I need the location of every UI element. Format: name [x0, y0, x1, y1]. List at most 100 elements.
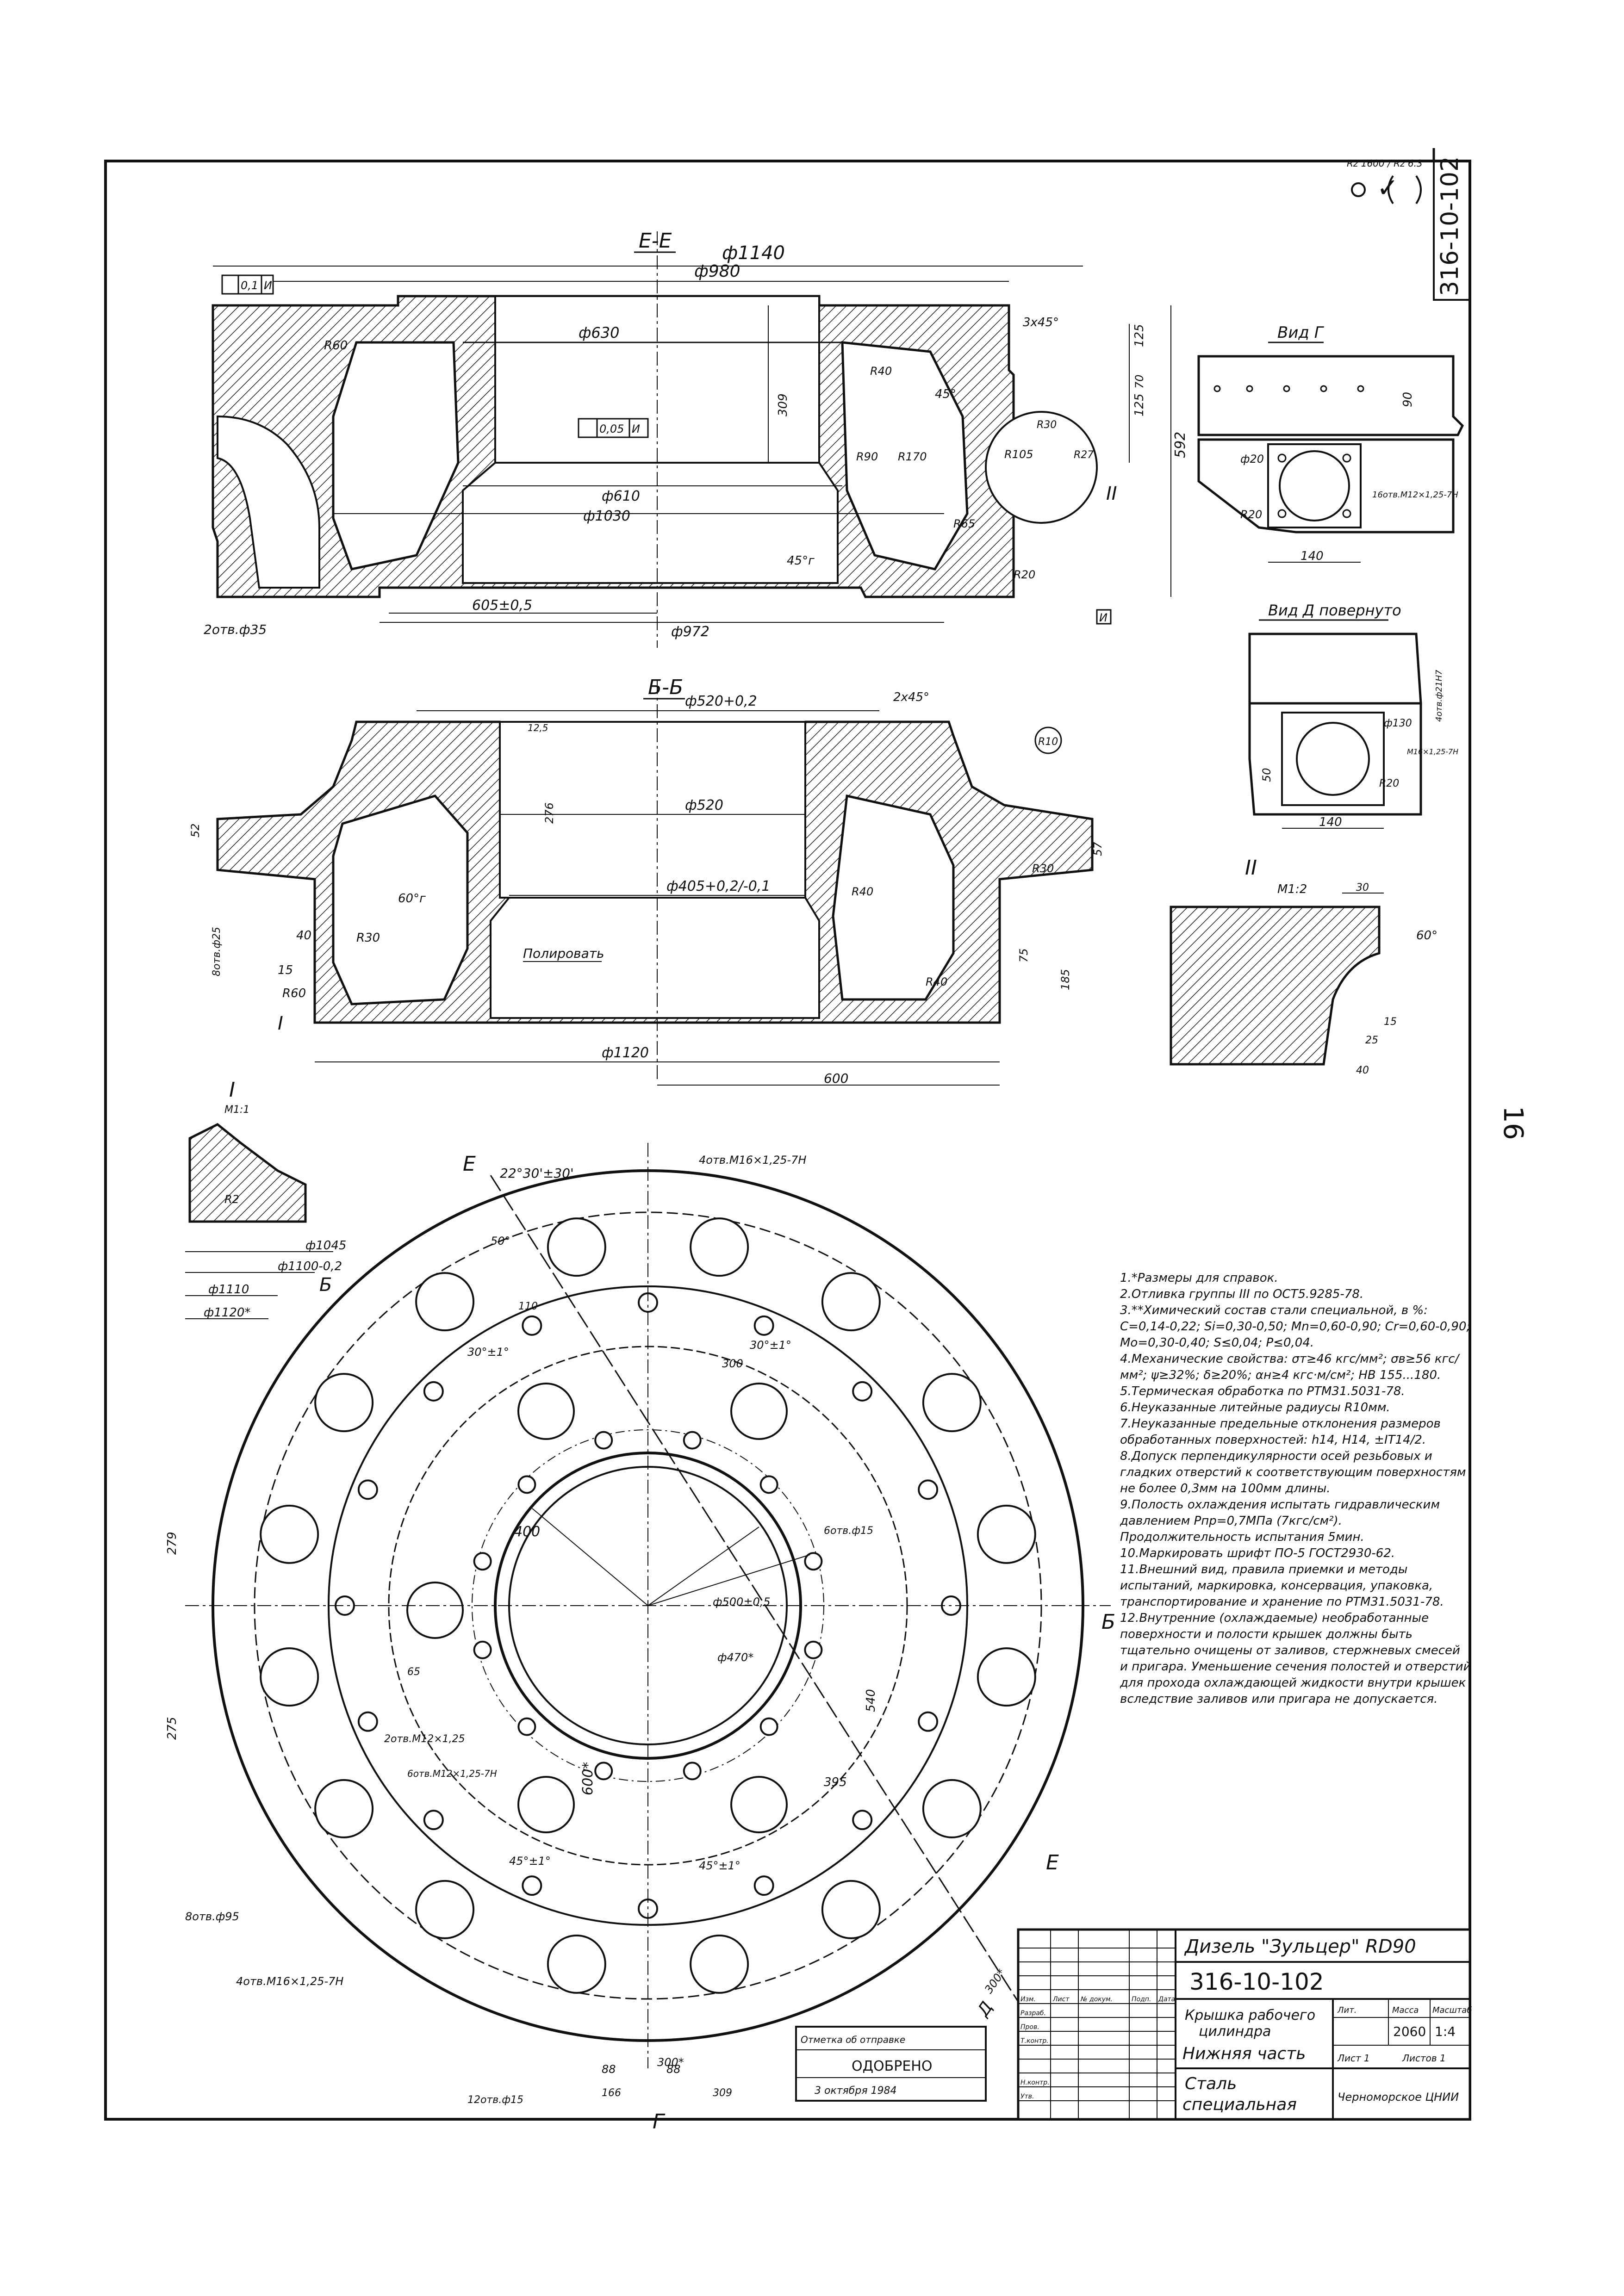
svg-text:30°±1°: 30°±1°: [750, 1339, 791, 1352]
svg-text:30°±1°: 30°±1°: [467, 1346, 509, 1359]
svg-text:ф1120: ф1120: [602, 1045, 649, 1061]
page-number: 16: [1498, 1106, 1529, 1140]
inner-bolt-hole: [594, 1762, 613, 1781]
svg-text:45°±1°: 45°±1°: [509, 1855, 551, 1868]
svg-text:395: 395: [824, 1775, 847, 1789]
valve-bore: [517, 1776, 575, 1833]
small-hole: [852, 1381, 873, 1402]
bolt-hole: [690, 1217, 749, 1277]
svg-text:50: 50: [1260, 768, 1273, 782]
valve-bore: [517, 1383, 575, 1440]
small-hole: [357, 1479, 378, 1500]
inner-bolt-hole: [683, 1762, 702, 1781]
svg-text:Пров.: Пров.: [1020, 2023, 1039, 2031]
small-hole: [522, 1875, 542, 1896]
svg-text:Крышка рабочего: Крышка рабочего: [1185, 2007, 1315, 2023]
note-item: 2.Отливка группы III по ОСТ5.9285-78.: [1120, 1287, 1364, 1301]
svg-text:Г: Г: [653, 2110, 666, 2134]
svg-text:ОДОБРЕНО: ОДОБРЕНО: [852, 2058, 932, 2074]
svg-text:R90: R90: [856, 450, 878, 463]
svg-text:40: 40: [296, 929, 311, 943]
svg-text:140: 140: [1319, 815, 1342, 829]
svg-text:Отметка об отправке: Отметка об отправке: [801, 2034, 905, 2045]
svg-text:Вид Г: Вид Г: [1277, 323, 1325, 342]
svg-text:57: 57: [1091, 842, 1104, 856]
svg-text:166: 166: [602, 2087, 621, 2099]
inner-bolt-hole: [804, 1640, 823, 1659]
svg-text:№ докум.: № докум.: [1080, 1996, 1113, 2003]
small-hole: [918, 1479, 939, 1500]
svg-text:Черноморское ЦНИИ: Черноморское ЦНИИ: [1338, 2091, 1459, 2104]
svg-text:3 октября 1984: 3 октября 1984: [815, 2085, 897, 2097]
note-item: 7.Неуказанные предельные отклонения разм…: [1120, 1417, 1441, 1447]
inner-bolt-hole: [517, 1475, 536, 1494]
bolt-hole: [415, 1272, 475, 1332]
svg-text:45°г: 45°г: [787, 554, 815, 568]
svg-text:60°г: 60°г: [398, 892, 426, 906]
svg-text:30: 30: [1356, 882, 1369, 894]
note-item: 4.Механические свойства: σт≥46 кгс/мм²; …: [1120, 1352, 1459, 1382]
svg-text:25: 25: [1365, 1035, 1378, 1046]
svg-text:110: 110: [518, 1301, 538, 1312]
svg-text:88: 88: [602, 2063, 616, 2076]
bolt-hole: [690, 1934, 749, 1994]
svg-text:45°: 45°: [935, 387, 956, 401]
note-item: 6.Неуказанные литейные радиусы R10мм.: [1120, 1401, 1390, 1415]
svg-text:605±0,5: 605±0,5: [472, 597, 532, 614]
svg-text:R65: R65: [953, 517, 975, 530]
svg-text:309: 309: [713, 2087, 732, 2099]
svg-text:ф500±0,5: ф500±0,5: [713, 1595, 771, 1608]
note-item: 8.Допуск перпендикулярности осей резьбов…: [1120, 1449, 1466, 1496]
svg-text:Листов 1: Листов 1: [1402, 2053, 1446, 2064]
svg-text:12отв.ф15: 12отв.ф15: [467, 2094, 523, 2106]
inner-bolt-hole: [517, 1717, 536, 1736]
svg-text:2х45°: 2х45°: [893, 690, 929, 704]
svg-text:2отв.М12×1,25: 2отв.М12×1,25: [384, 1733, 465, 1745]
svg-text:185: 185: [1059, 969, 1072, 990]
svg-text:65: 65: [407, 1666, 420, 1678]
svg-text:60°: 60°: [1416, 929, 1437, 943]
svg-text:И: И: [264, 279, 272, 292]
note-item: 3.**Химический состав стали специальной,…: [1120, 1303, 1471, 1350]
section-ee-title: Е-Е: [639, 229, 672, 253]
sheet-frame: [104, 160, 1471, 2121]
svg-text:300: 300: [722, 1357, 743, 1370]
inner-bolt-hole: [594, 1431, 613, 1450]
inner-bolt-hole: [683, 1431, 702, 1450]
svg-text:II: II: [1106, 483, 1117, 504]
small-hole: [753, 1315, 774, 1336]
svg-text:ф972: ф972: [671, 624, 709, 640]
svg-text:ф1045: ф1045: [305, 1239, 346, 1253]
valve-bore: [730, 1383, 788, 1440]
svg-text:Лит.: Лит.: [1337, 2005, 1356, 2015]
svg-text:50°: 50°: [491, 1235, 510, 1247]
svg-text:276: 276: [543, 802, 556, 824]
svg-text:Д: Д: [973, 1998, 997, 2021]
svg-text:R30: R30: [1032, 862, 1054, 875]
svg-text:ф610: ф610: [602, 488, 640, 504]
svg-text:М1:1: М1:1: [224, 1104, 249, 1116]
svg-text:R40: R40: [870, 365, 892, 378]
svg-text:3х45°: 3х45°: [1023, 316, 1059, 329]
svg-text:ф520: ф520: [685, 797, 723, 813]
small-hole: [423, 1381, 444, 1402]
svg-text:88: 88: [666, 2063, 681, 2076]
svg-text:Утв.: Утв.: [1020, 2093, 1034, 2100]
svg-text:ф520+0,2: ф520+0,2: [685, 693, 757, 709]
svg-text:ф20: ф20: [1240, 453, 1264, 465]
bolt-hole: [260, 1647, 319, 1707]
svg-text:125: 125: [1132, 393, 1146, 416]
bolt-hole: [314, 1373, 374, 1433]
bolt-hole: [547, 1934, 606, 1994]
svg-text:Подп.: Подп.: [1132, 1996, 1151, 2003]
svg-text:R30: R30: [1037, 419, 1057, 431]
svg-text:0,05: 0,05: [599, 422, 624, 435]
svg-text:R40: R40: [926, 975, 947, 988]
detail-2: II М1:2 30 60° 15 25 40: [1170, 856, 1437, 1076]
small-hole: [357, 1711, 378, 1732]
svg-text:Полировать: Полировать: [523, 946, 604, 961]
inner-holes: [406, 1383, 823, 1833]
svg-text:Н.контр.: Н.контр.: [1020, 2079, 1050, 2086]
svg-text:М1:2: М1:2: [1277, 882, 1307, 896]
